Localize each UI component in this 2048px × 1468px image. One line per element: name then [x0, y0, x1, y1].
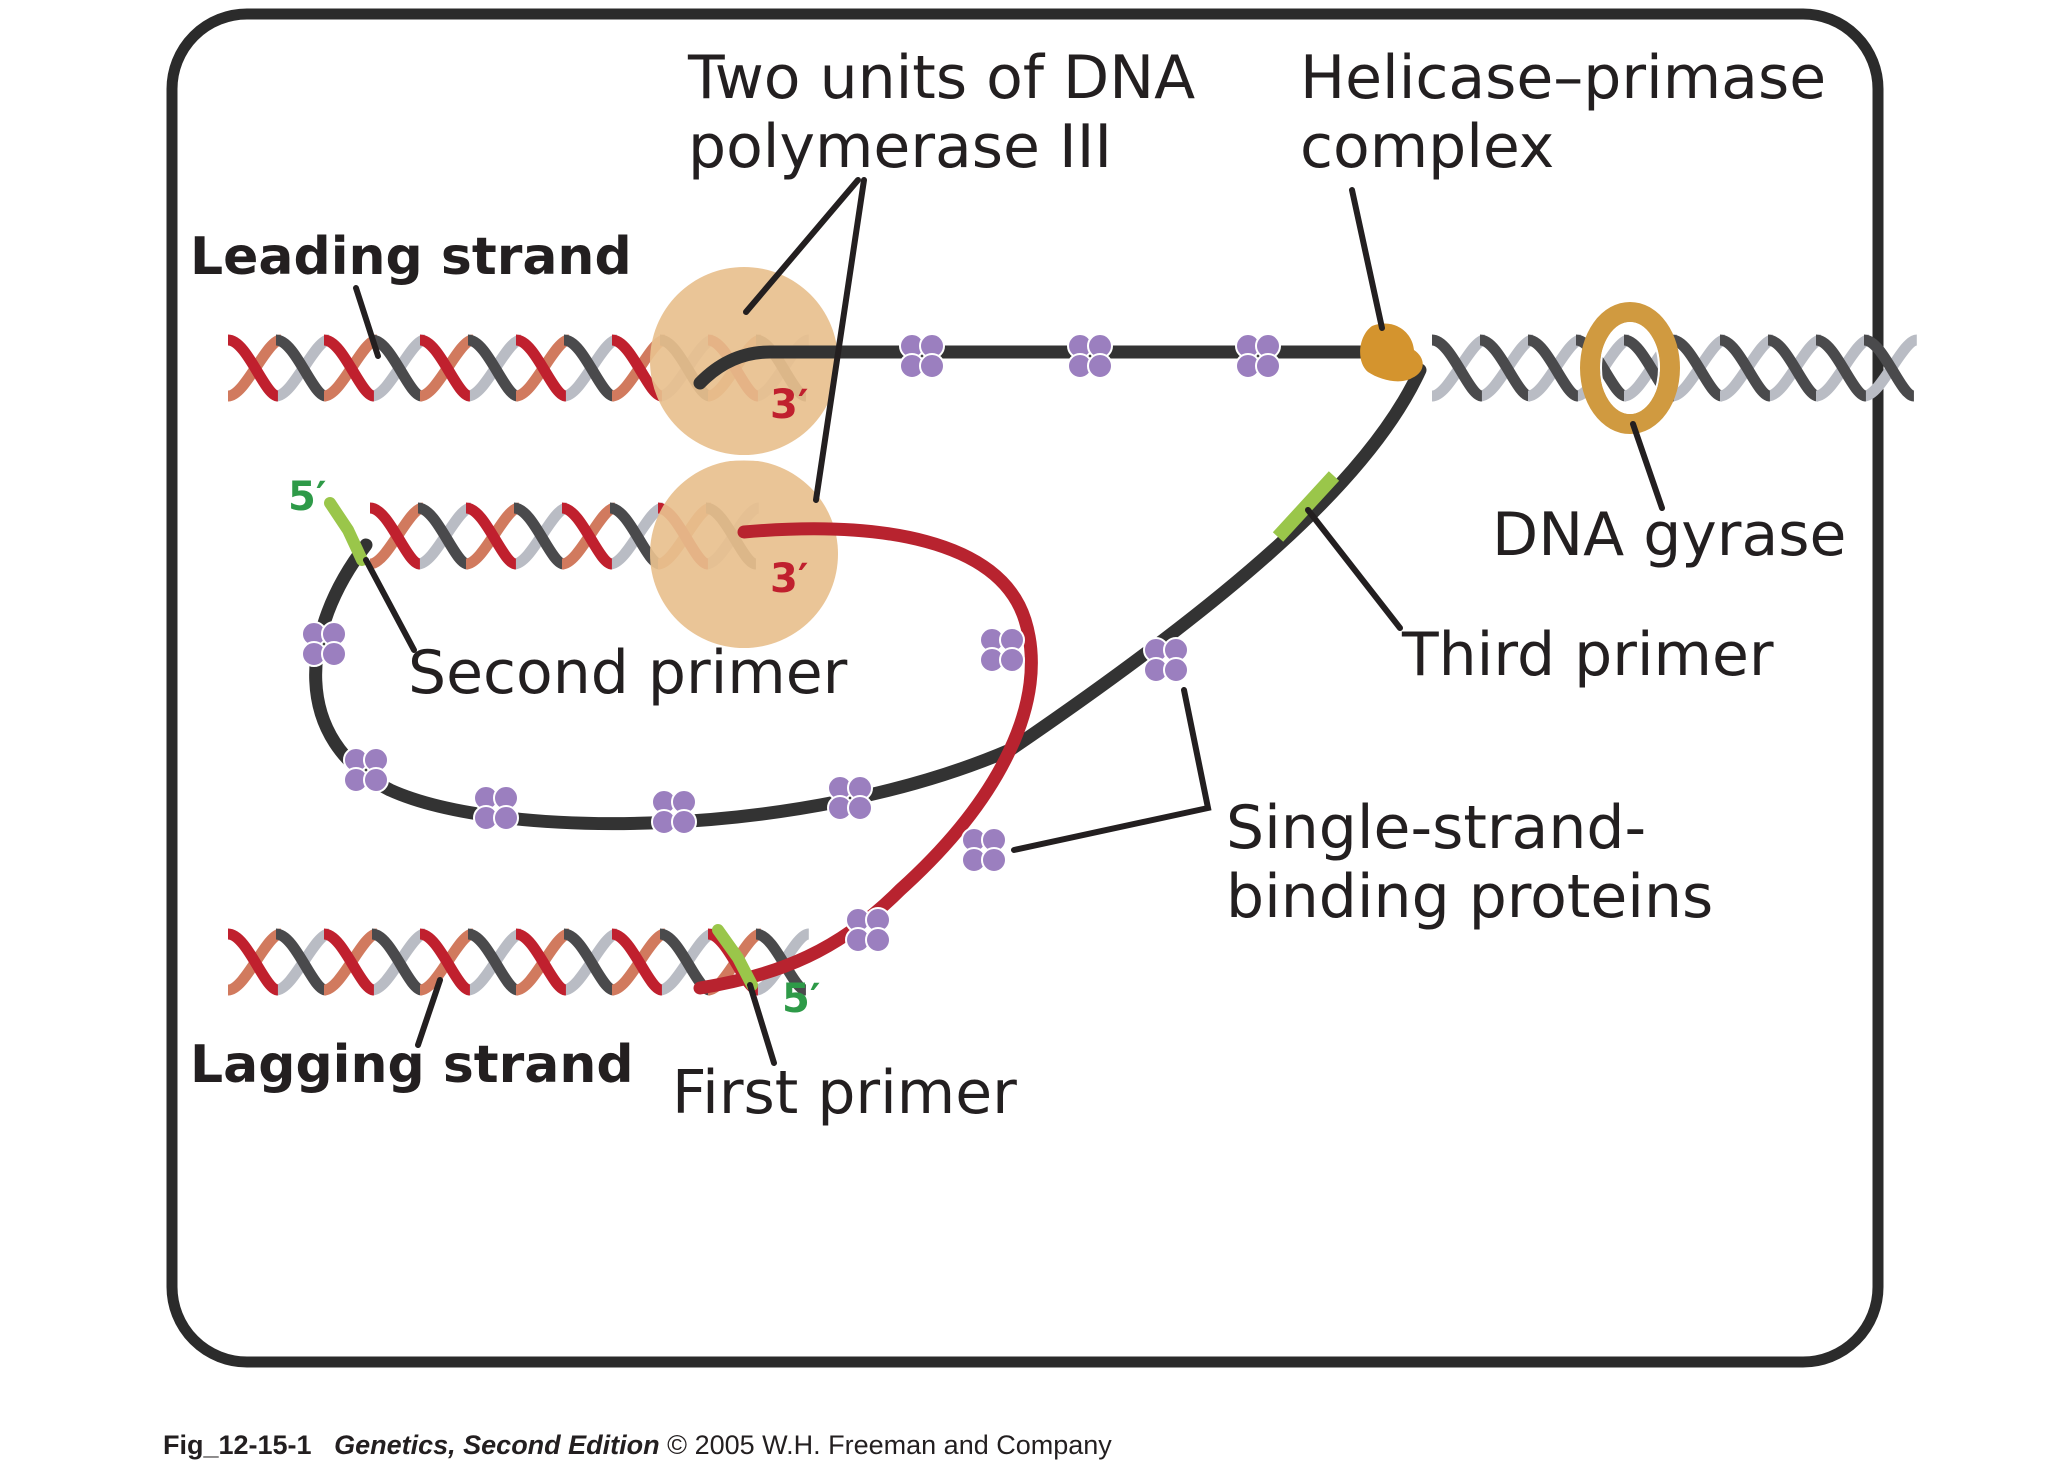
polymerase-label-line2: polymerase III	[688, 112, 1112, 182]
parent-helix-backbone-front	[1718, 334, 1772, 402]
ssb-protein-cluster	[473, 785, 519, 831]
parent-helix-backbone-front	[1574, 334, 1628, 402]
parent-helix-backbone-front	[1526, 334, 1580, 402]
leading-helix-backbone-front	[418, 334, 472, 402]
parent-helix-backbone-front	[1766, 334, 1820, 402]
parent-helix-backbone-front	[1814, 334, 1868, 402]
ssb-protein-subunit	[919, 353, 945, 379]
ssb-label-line1: Single-strand-	[1226, 793, 1646, 863]
second-primer	[324, 497, 368, 566]
parental-dna-helix	[1430, 334, 1919, 402]
figure-caption: Fig_12-15-1 Genetics, Second Edition © 2…	[163, 1430, 1112, 1461]
lagging-helix-backbone-front	[514, 928, 568, 996]
second-primer-label: Second primer	[408, 638, 848, 708]
leading-helix-backbone-front	[322, 334, 376, 402]
ssb-protein-cluster	[651, 789, 697, 835]
ssb-protein-subunit	[1255, 353, 1281, 379]
leader-lines	[353, 177, 1665, 1066]
second-helix-backbone-front	[512, 502, 566, 570]
leader-gyrase	[1630, 421, 1665, 511]
leader-lagging-strand	[415, 977, 443, 1048]
leader-second-primer	[363, 557, 417, 653]
ssb-protein-subunit	[865, 927, 891, 953]
leader-third-primer	[1305, 507, 1403, 631]
leading-helix-backbone-front	[562, 334, 616, 402]
third-primer	[1272, 471, 1340, 542]
first-primer	[712, 924, 758, 991]
lagging-new-strand	[693, 522, 1038, 995]
helicase-primase-complex	[1360, 323, 1423, 382]
lagging-helix-backbone-front	[274, 928, 328, 996]
parent-helix-backbone-front	[1862, 334, 1916, 402]
ssb-protein-cluster	[301, 621, 347, 667]
ssb-proteins	[301, 333, 1281, 953]
ssb-protein-cluster	[961, 827, 1007, 873]
ssb-protein-cluster	[343, 747, 389, 793]
ssb-protein-subunit	[1087, 353, 1113, 379]
polymerase-divider	[683, 455, 805, 469]
lagging-helix-backbone-front	[610, 928, 664, 996]
lagging-helix-backbone-front	[322, 928, 376, 996]
parent-helix-backbone-front	[1478, 334, 1532, 402]
second-helix-backbone-front	[464, 502, 518, 570]
leading-helix-backbone-front	[370, 334, 424, 402]
ssb-protein-subunit	[1163, 657, 1189, 683]
ssb-protein-cluster	[827, 775, 873, 821]
ssb-protein-subunit	[493, 805, 519, 831]
leading-strand-label: Leading strand	[190, 227, 632, 287]
second-helix-backbone-front	[416, 502, 470, 570]
ssb-protein-subunit	[999, 647, 1025, 673]
lagging-strand-helix	[226, 928, 811, 996]
leading-helix-backbone-front	[274, 334, 328, 402]
ssb-protein-subunit	[847, 795, 873, 821]
lagging-3prime-label: 3′	[770, 556, 808, 602]
leader-leading-strand	[353, 285, 381, 359]
caption-copyright: © 2005 W.H. Freeman and Company	[667, 1430, 1112, 1460]
ssb-protein-subunit	[981, 847, 1007, 873]
leader-helicase	[1349, 187, 1385, 331]
second-helix-backbone-front	[560, 502, 614, 570]
ssb-label-line2: binding proteins	[1226, 862, 1713, 932]
lagging-helix-backbone-front	[562, 928, 616, 996]
caption-fig-id: Fig_12-15-1	[163, 1430, 312, 1460]
second-helix-backbone-front	[368, 502, 422, 570]
leader-ssb	[1011, 687, 1212, 853]
lagging-helix-backbone-front	[226, 928, 280, 996]
ssb-protein-cluster	[1067, 333, 1113, 379]
caption-book-title: Genetics, Second Edition	[334, 1430, 660, 1460]
ssb-protein-cluster	[1235, 333, 1281, 379]
parent-helix-backbone-front	[1430, 334, 1484, 402]
polymerase-iii-unit-bottom	[650, 460, 838, 648]
dna-gyrase-rim	[1600, 322, 1660, 414]
leader-polymerase-bottom	[813, 177, 867, 503]
parent-helix-backbone-front	[1670, 334, 1724, 402]
ssb-protein-subunit	[671, 809, 697, 835]
lagging-strand-label: Lagging strand	[190, 1035, 634, 1095]
third-primer-label: Third primer	[1401, 620, 1774, 690]
lagging-helix-backbone-front	[370, 928, 424, 996]
ssb-protein-cluster	[979, 627, 1025, 673]
ssb-protein-cluster	[899, 333, 945, 379]
first-primer-label: First primer	[672, 1058, 1017, 1128]
leading-3prime-label: 3′	[770, 382, 808, 428]
ssb-protein-cluster	[1143, 637, 1189, 683]
lagging-helix-backbone-front	[418, 928, 472, 996]
ssb-protein-cluster	[845, 907, 891, 953]
leading-helix-backbone-front	[466, 334, 520, 402]
leading-helix-backbone-front	[226, 334, 280, 402]
leading-template-strand	[693, 345, 1387, 390]
first-primer-5prime-label: 5′	[782, 976, 820, 1022]
polymerase-label-line1: Two units of DNA	[687, 43, 1195, 113]
helicase-label-line2: complex	[1300, 112, 1554, 182]
leading-helix-backbone-front	[514, 334, 568, 402]
dna-gyrase-label: DNA gyrase	[1492, 500, 1846, 570]
ssb-protein-subunit	[321, 641, 347, 667]
second-primer-5prime-label: 5′	[288, 474, 326, 520]
helicase-label-line1: Helicase–primase	[1300, 43, 1826, 113]
leader-first-primer	[747, 982, 777, 1066]
ssb-protein-subunit	[363, 767, 389, 793]
lagging-helix-backbone-front	[466, 928, 520, 996]
leader-polymerase-top	[743, 177, 861, 315]
